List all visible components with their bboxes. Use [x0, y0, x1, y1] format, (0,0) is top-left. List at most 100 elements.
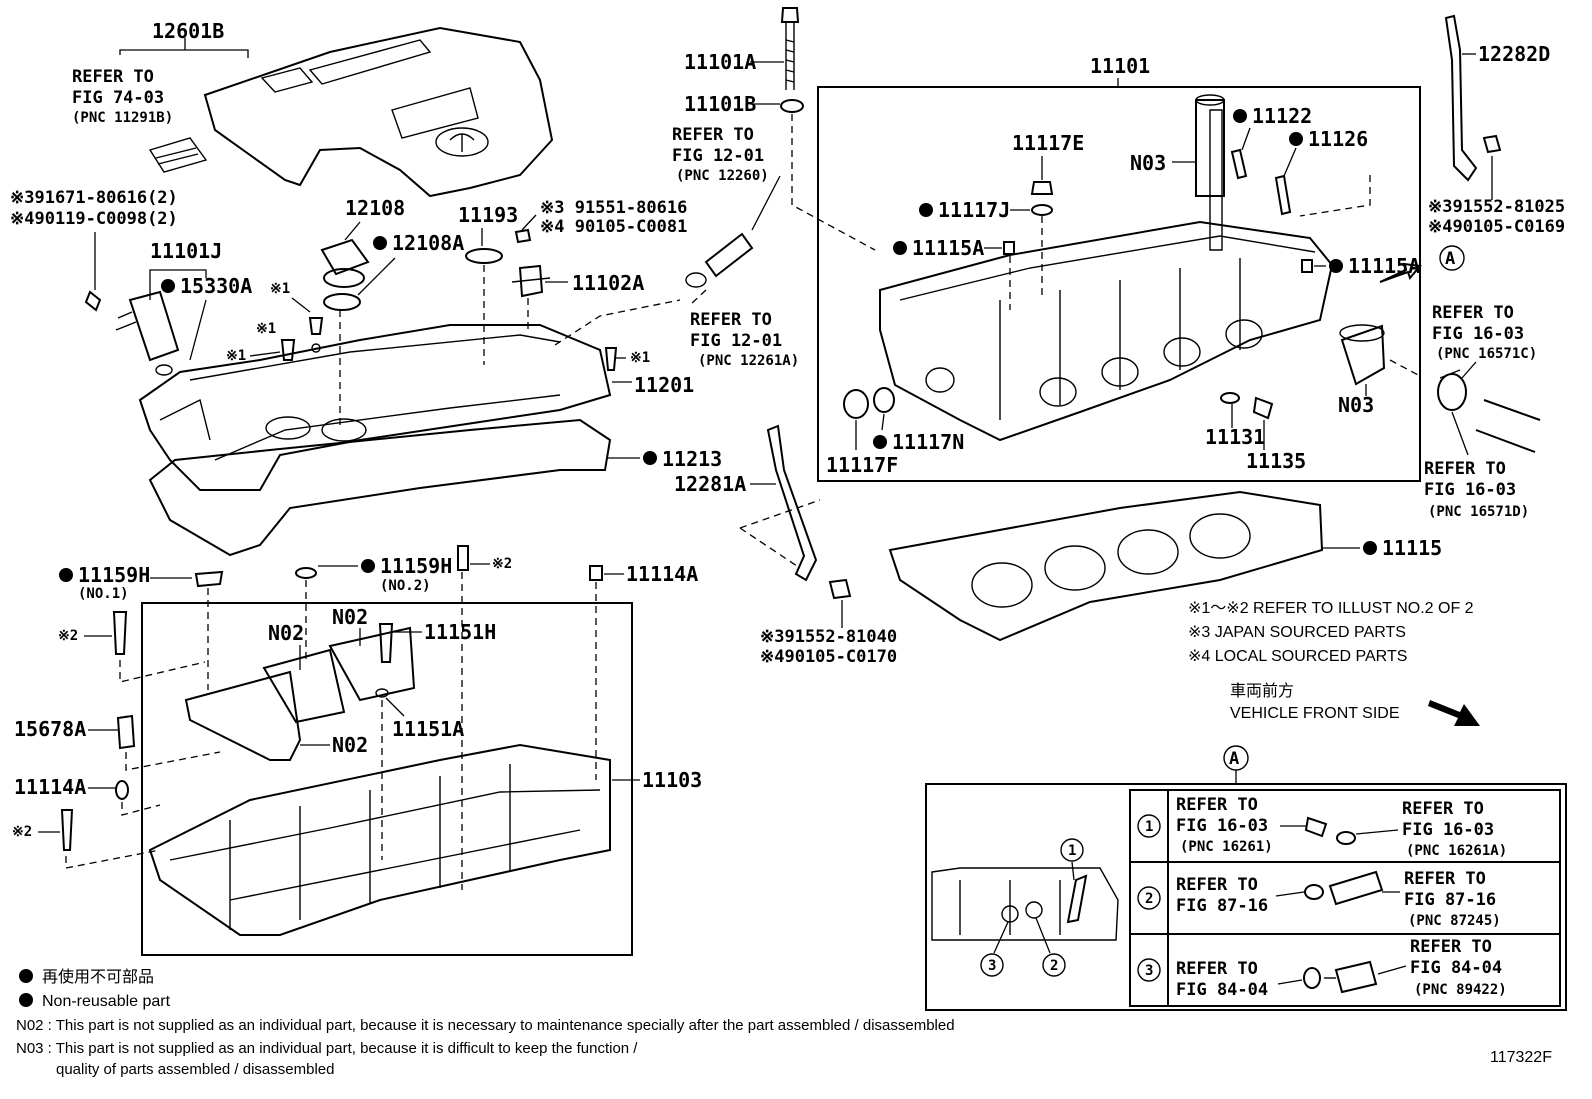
refer-fig-74-03-l1: REFER TO	[72, 67, 154, 87]
label-11117j: 11117J	[938, 198, 1010, 222]
ocv-valve-illustration	[115, 290, 180, 376]
label-12282d: 12282D	[1478, 42, 1550, 66]
refer-fig-12-01-b-l3: (PNC 12261A)	[698, 353, 799, 369]
row-2-number: 2	[1145, 891, 1153, 907]
label-11213: 11213	[662, 447, 722, 471]
row1-refer-left-l3: (PNC 16261)	[1180, 839, 1273, 855]
note-k4: ※4 LOCAL SOURCED PARTS	[1188, 648, 1407, 665]
label-15330a: 15330A	[180, 274, 252, 298]
oil-filler-cap-illustration	[320, 238, 370, 311]
nonreusable-dot-icon	[19, 969, 33, 983]
row1-refer-right-l3: (PNC 16261A)	[1406, 843, 1507, 859]
detail-row-2: 2 REFER TO FIG 87-16 REFER TO FIG 87-16 …	[1137, 869, 1501, 929]
row3-refer-right-l1: REFER TO	[1410, 937, 1492, 957]
label-11193: 11193	[458, 203, 518, 227]
row3-refer-right-l3: (PNC 89422)	[1414, 982, 1507, 998]
detail-a-engine-illustration	[931, 867, 1119, 941]
callout-3: 3	[988, 958, 996, 974]
note-k1-k2: ※1～※2 REFER TO ILLUST NO.2 OF 2	[1188, 600, 1474, 617]
refer-fig-12-01-a-l3: (PNC 12260)	[676, 168, 769, 184]
label-11101: 11101	[1090, 54, 1150, 78]
label-11101a: 11101A	[684, 50, 756, 74]
refer-fig-74-03-l2: FIG 74-03	[72, 88, 164, 108]
camshaft-housing-frame	[141, 602, 633, 956]
mark-k2-a: ※2	[492, 556, 512, 572]
row-3-number: 3	[1145, 963, 1153, 979]
row3-refer-left-l2: FIG 84-04	[1176, 980, 1268, 1000]
legend-nonreusable-jp: 再使用不可部品	[42, 968, 154, 986]
row1-refer-right-l2: FIG 16-03	[1402, 820, 1494, 840]
detail-row-3: 3 REFER TO FIG 84-04 REFER TO FIG 84-04 …	[1137, 937, 1507, 1000]
label-n03-tube: N03	[1130, 151, 1166, 175]
row1-refer-right-l1: REFER TO	[1402, 799, 1484, 819]
refer-fig-16-03-c-l2: FIG 16-03	[1432, 324, 1524, 344]
refer-fig-12-01-b-l1: REFER TO	[690, 310, 772, 330]
note-k3: ※3 JAPAN SOURCED PARTS	[1188, 624, 1406, 641]
label-11135: 11135	[1246, 449, 1306, 473]
row3-refer-right-l2: FIG 84-04	[1410, 958, 1502, 978]
label-12108a: 12108A	[392, 231, 464, 255]
row3-refer-left-l1: REFER TO	[1176, 959, 1258, 979]
cylinder-head-cover-illustration	[138, 324, 612, 491]
label-15678a: 15678A	[14, 717, 86, 741]
label-11151h: 11151H	[424, 620, 496, 644]
detail-a-heading: A	[1229, 749, 1239, 769]
label-12108: 12108	[345, 196, 405, 220]
label-n02-c: N02	[332, 733, 368, 757]
camshaft-housing-illustration	[148, 743, 611, 936]
label-12281a: 12281A	[674, 472, 746, 496]
refer-fig-12-01-a-l2: FIG 12-01	[672, 146, 764, 166]
legend-nonreusable-en: Non-reusable part	[42, 993, 171, 1010]
legend-n03-l1: N03 : This part is not supplied as an in…	[16, 1040, 638, 1057]
label-11114a-bottom: 11114A	[14, 775, 86, 799]
coolant-hose-clamp-illustration	[1437, 369, 1541, 453]
mark-k1-b: ※1	[256, 321, 276, 337]
label-11122: 11122	[1252, 104, 1312, 128]
callout-2: 2	[1050, 958, 1058, 974]
cylinder-head-illustration	[879, 109, 1334, 442]
figure-id: 117322F	[1490, 1049, 1552, 1066]
label-11131: 11131	[1205, 425, 1265, 449]
label-490105-c0081: ※4 90105-C0081	[540, 217, 687, 237]
label-11117n: 11117N	[892, 430, 964, 454]
refer-fig-16-03-c-l3: (PNC 16571C)	[1436, 346, 1537, 362]
front-label-en: VEHICLE FRONT SIDE	[1230, 705, 1400, 722]
cover-gasket-illustration	[148, 418, 612, 557]
row2-refer-left-l2: FIG 87-16	[1176, 896, 1268, 916]
label-391551-80616: ※3 91551-80616	[540, 198, 687, 218]
mark-k1-a: ※1	[270, 281, 290, 297]
label-11101j: 11101J	[150, 239, 222, 263]
label-391552-81040: ※391552-81040	[760, 627, 897, 647]
mark-k1-c: ※1	[226, 348, 246, 364]
label-11201: 11201	[634, 373, 694, 397]
legend-n03-l2: quality of parts assembled / disassemble…	[56, 1061, 334, 1078]
label-391552-81025: ※391552-81025	[1428, 197, 1565, 217]
label-11151a: 11151A	[392, 717, 464, 741]
label-11159h-no1-sub: (NO.1)	[78, 586, 129, 602]
label-11103: 11103	[642, 768, 702, 792]
detail-row-1: 1 REFER TO FIG 16-03 (PNC 16261) REFER T…	[1137, 795, 1507, 859]
row2-refer-right-l3: (PNC 87245)	[1408, 913, 1501, 929]
row1-refer-left-l1: REFER TO	[1176, 795, 1258, 815]
label-11159h-no1: 11159H	[78, 563, 150, 587]
row2-refer-right-l1: REFER TO	[1404, 869, 1486, 889]
legend-n02: N02 : This part is not supplied as an in…	[16, 1017, 955, 1034]
row2-refer-left-l1: REFER TO	[1176, 875, 1258, 895]
label-11126: 11126	[1308, 127, 1368, 151]
engine-cover-illustration	[148, 26, 554, 198]
label-11115: 11115	[1382, 536, 1442, 560]
label-490105-c0169: ※490105-C0169	[1428, 217, 1565, 237]
label-12601b: 12601B	[152, 19, 224, 43]
detail-a-frame	[925, 783, 1567, 1011]
label-391671-80616: ※391671-80616(2)	[10, 188, 178, 208]
hose-illustration	[685, 232, 754, 288]
row2-refer-right-l2: FIG 87-16	[1404, 890, 1496, 910]
refer-fig-12-01-a-l1: REFER TO	[672, 125, 754, 145]
head-gasket-illustration	[888, 490, 1324, 642]
label-n02-b: N02	[332, 605, 368, 629]
label-11102a: 11102A	[572, 271, 644, 295]
label-11159h-no2: 11159H	[380, 554, 452, 578]
nonreusable-dot-icon-2	[19, 993, 33, 1007]
refer-fig-16-03-d-l1: REFER TO	[1424, 459, 1506, 479]
